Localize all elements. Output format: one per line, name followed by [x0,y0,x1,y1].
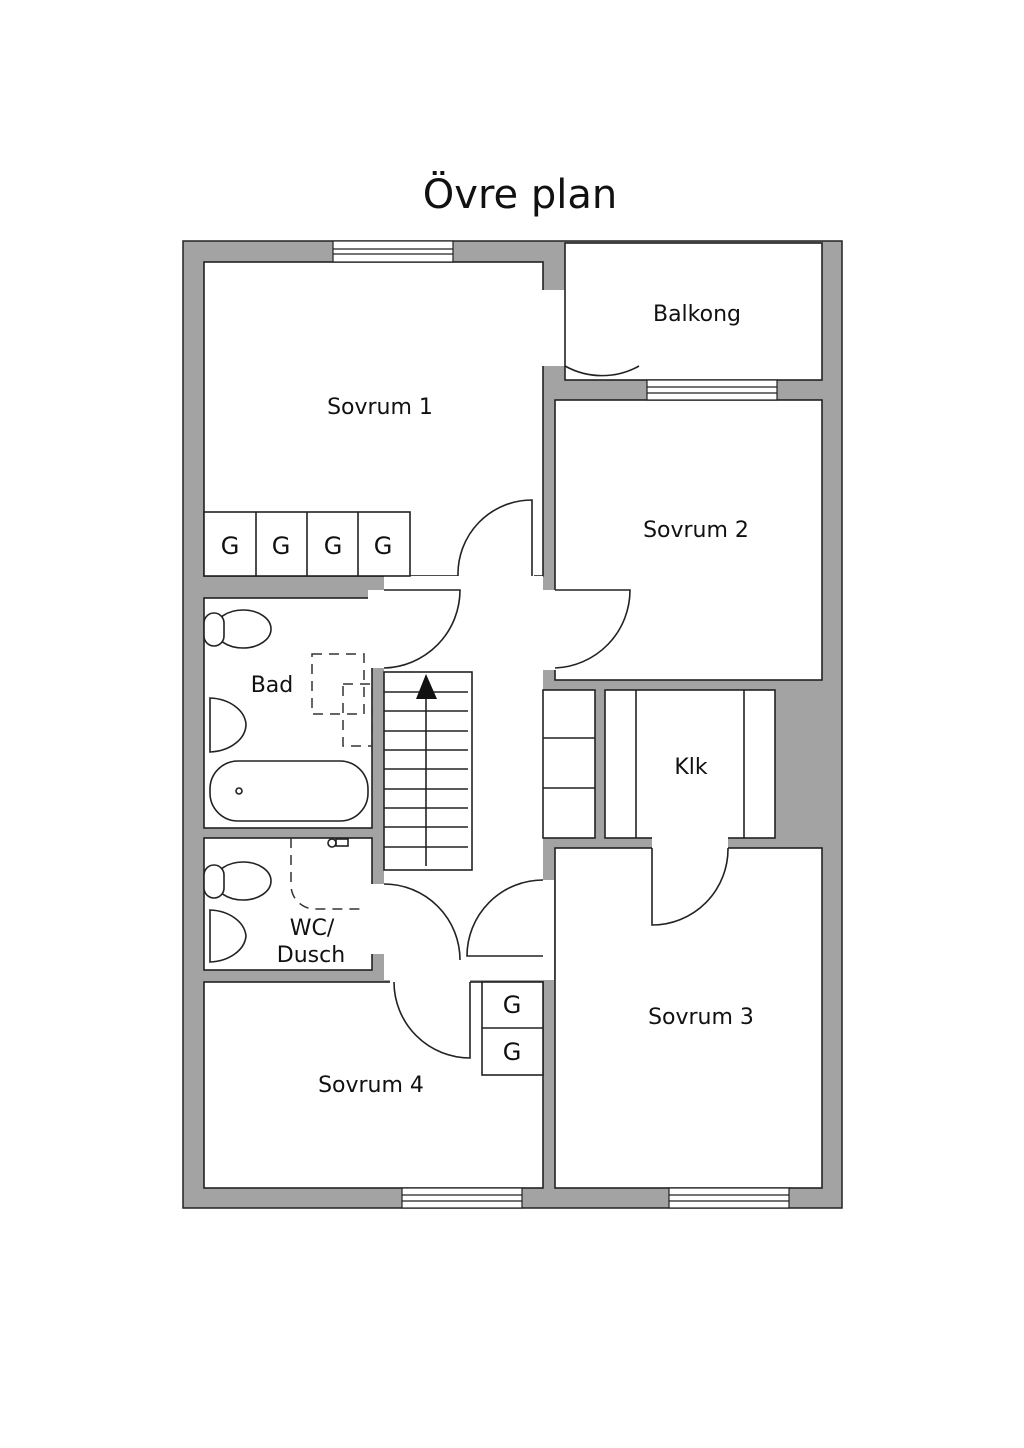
corridor-door-gap-top [458,500,534,580]
shower-area-dashed [342,683,373,747]
sink-icon [209,697,247,753]
windows [332,240,790,1209]
room-label-wc: WC/ [290,916,335,941]
wardrobe-label: G [272,532,291,560]
room-storage [542,689,596,839]
room-label-balkong: Balkong [653,302,741,327]
room-label-sovrum-1: Sovrum 1 [327,395,433,420]
room-label-bad: Bad [251,673,294,698]
toilet-icon [203,861,272,901]
wardrobe-row-sovrum1: G G G G [203,511,411,577]
room-label-sovrum-2: Sovrum 2 [643,518,749,543]
room-label-klk: Klk [674,755,708,780]
shower-tap-icon [327,838,349,848]
door-gap-wc [368,884,388,954]
shower-area-dashed [311,653,365,715]
room-balkong [564,242,823,381]
door-gap-sovrum4 [390,960,470,986]
sink-icon [209,909,247,963]
door-gap-klk [652,835,728,851]
wardrobe-label: G [503,1038,522,1066]
door-gap-bad [368,590,388,668]
wardrobe-label: G [503,991,522,1019]
room-sovrum-3 [554,847,823,1189]
floor-plan-title: Övre plan [422,172,618,218]
room-label-sovrum-3: Sovrum 3 [648,1005,754,1030]
room-klk [604,689,776,839]
wardrobe-label: G [324,532,343,560]
room-label-dusch: Dusch [277,943,345,968]
door-gap-sovrum2 [540,590,560,670]
bathtub-icon [209,760,369,822]
door-swings [383,290,729,1059]
toilet-icon [203,609,272,649]
wardrobe-label: G [221,532,240,560]
staircase [383,671,473,871]
wardrobe-label: G [374,532,393,560]
wardrobe-column-sovrum4: G G [481,981,544,1076]
room-label-sovrum-4: Sovrum 4 [318,1073,424,1098]
stair-direction-arrow-icon [416,674,437,699]
